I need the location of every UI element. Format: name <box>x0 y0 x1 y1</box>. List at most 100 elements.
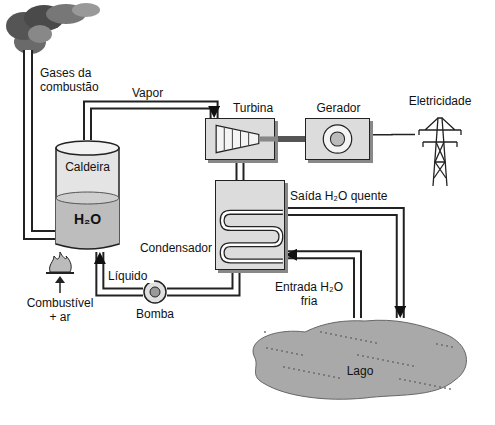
lake-stipple <box>436 343 438 345</box>
node-label: Caldeira <box>55 160 120 174</box>
lake-stipple <box>444 387 446 389</box>
lake-stipple <box>328 375 330 377</box>
lake-stipple <box>264 331 266 333</box>
lake-stipple <box>276 349 278 351</box>
lake-stipple <box>320 331 322 333</box>
lake-stipple <box>281 350 283 352</box>
smoke-cloud <box>6 3 100 54</box>
node-label: Lago <box>320 364 400 378</box>
lake-stipple <box>409 380 411 382</box>
lake-stipple <box>424 383 426 385</box>
wire-connector <box>370 134 415 135</box>
shaft-connector <box>275 139 305 140</box>
lake-drawing <box>245 318 470 400</box>
lake-stipple <box>266 347 268 349</box>
lake-stipple <box>360 339 362 341</box>
lake-stipple <box>451 346 453 348</box>
lake-stipple <box>449 388 451 390</box>
fuel-arrow <box>55 276 65 293</box>
edge-label: Vapor <box>132 86 182 100</box>
arrowhead <box>88 105 215 140</box>
edge-label: Entrada H₂O fria <box>270 280 348 308</box>
node-label: Bomba <box>125 307 185 321</box>
arrowhead <box>167 270 236 292</box>
lake-stipple <box>340 335 342 337</box>
boiler-cylinder: CaldeiraH₂O <box>55 140 120 252</box>
lake-stipple <box>288 367 290 369</box>
lake-stipple <box>291 352 293 354</box>
lake-stipple <box>283 366 285 368</box>
lake-stipple <box>404 379 406 381</box>
condenser-box: Condensador <box>215 180 285 270</box>
lake-stipple <box>387 360 389 362</box>
lake-stipple <box>323 374 325 376</box>
lake-stipple <box>397 362 399 364</box>
lake-stipple <box>362 355 364 357</box>
lake-stipple <box>330 333 332 335</box>
lake-stipple <box>441 344 443 346</box>
lake-stipple <box>350 337 352 339</box>
lake-stipple <box>446 345 448 347</box>
lake-stipple <box>301 354 303 356</box>
lake-stipple <box>367 356 369 358</box>
pipe-connector <box>88 105 215 140</box>
node-label: Turbina <box>226 101 280 115</box>
arrowhead <box>275 139 305 140</box>
lake-stipple <box>313 372 315 374</box>
lake-stipple <box>296 353 298 355</box>
connector-line <box>275 136 305 142</box>
pump-circle: Bomba <box>143 280 167 304</box>
lake-stipple <box>419 382 421 384</box>
lake-stipple <box>365 340 367 342</box>
power-tower: Eletricidade <box>415 112 465 187</box>
lake-stipple <box>325 332 327 334</box>
lake-stipple <box>407 364 409 366</box>
lake-stipple <box>303 370 305 372</box>
burner-flame <box>46 252 74 273</box>
lake-stipple <box>286 351 288 353</box>
lake-stipple <box>372 357 374 359</box>
node-label: H₂O <box>55 212 120 226</box>
condenser-coil <box>216 181 284 269</box>
lake-stipple <box>392 361 394 363</box>
turbine-rotor <box>206 119 274 159</box>
lake-stipple <box>429 384 431 386</box>
lake-stipple <box>377 358 379 360</box>
fuel-label: Combustível + ar <box>24 296 96 324</box>
pipe-bore <box>167 270 236 292</box>
smoke-label: Gases da combustão <box>40 66 114 94</box>
lake-stipple <box>439 386 441 388</box>
generator-drawing <box>306 119 369 159</box>
lake-water <box>253 320 466 399</box>
lake-stipple <box>308 371 310 373</box>
pump-drawing <box>143 280 167 304</box>
lake-stipple <box>318 373 320 375</box>
lake-stipple <box>412 365 414 367</box>
connector-line <box>88 105 215 140</box>
node-label: Condensador <box>126 241 212 255</box>
lake-shape: Lago <box>245 318 470 400</box>
edge-label: Líquido <box>108 269 154 283</box>
connector-line <box>370 134 415 136</box>
pipe-connector <box>167 270 236 292</box>
lake-stipple <box>293 368 295 370</box>
generator-box: Gerador <box>305 118 370 160</box>
lake-stipple <box>414 381 416 383</box>
pipe-connector <box>239 160 240 180</box>
node-label: Gerador <box>301 101 376 115</box>
connector-line <box>167 270 236 292</box>
lake-stipple <box>382 359 384 361</box>
edge-label: Saída H₂O quente <box>290 189 394 203</box>
lake-stipple <box>370 341 372 343</box>
lake-stipple <box>298 369 300 371</box>
tower-lattice <box>415 112 465 187</box>
arrowhead <box>239 160 240 180</box>
lake-stipple <box>434 385 436 387</box>
pipe-bore <box>237 160 242 180</box>
lake-stipple <box>271 348 273 350</box>
arrowhead <box>370 134 415 135</box>
lake-stipple <box>333 376 335 378</box>
lake-stipple <box>357 354 359 356</box>
